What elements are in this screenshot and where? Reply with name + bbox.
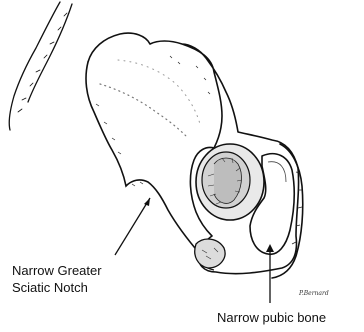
sacrum-fragment bbox=[9, 2, 72, 130]
artist-signature: P.Bernard bbox=[299, 290, 329, 297]
sciatic-notch-arrowhead bbox=[144, 198, 150, 206]
sciatic-notch-label: Narrow Greater Sciatic Notch bbox=[12, 262, 102, 296]
ischial-tuberosity bbox=[195, 239, 225, 268]
ischial-edge bbox=[86, 62, 200, 254]
sciatic-notch-arrow bbox=[115, 198, 150, 255]
acetabulum bbox=[196, 144, 264, 220]
pubic-bone-label: Narrow pubic bone bbox=[217, 309, 326, 326]
sciatic-notch-label-line1: Narrow Greater bbox=[12, 262, 102, 279]
sciatic-notch-label-line2: Sciatic Notch bbox=[12, 279, 102, 296]
ilium-dotted-line bbox=[100, 84, 186, 136]
